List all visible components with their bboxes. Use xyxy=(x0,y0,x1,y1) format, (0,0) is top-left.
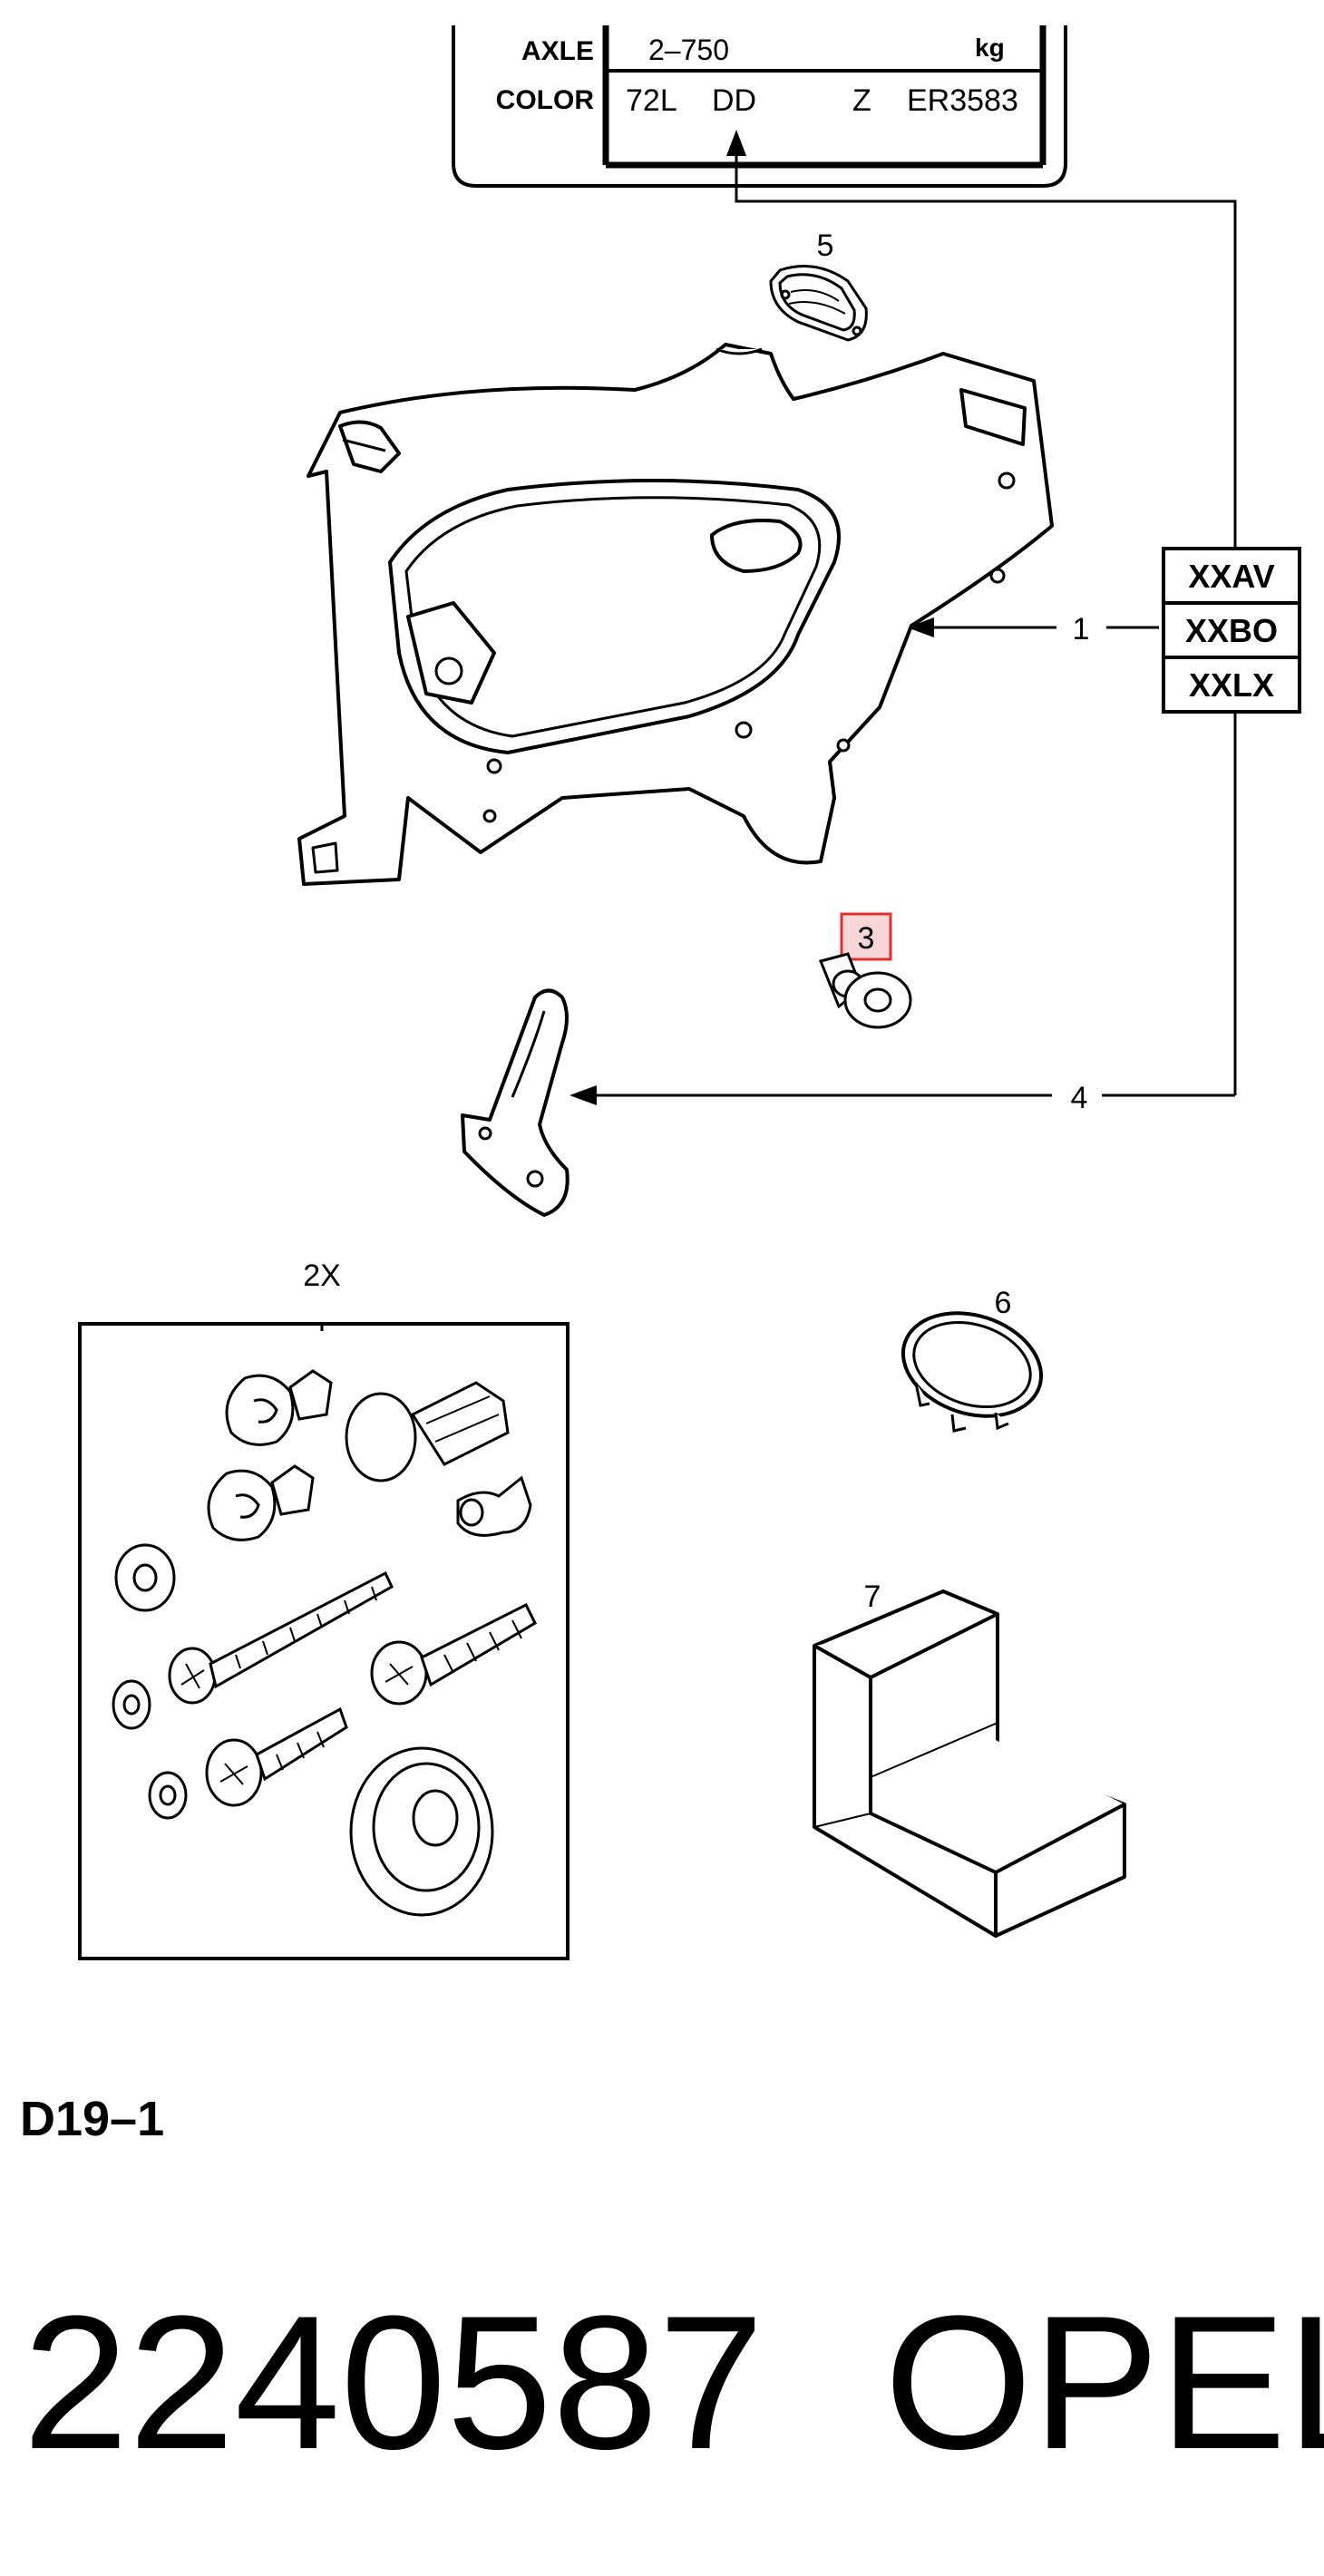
color-code-3: Z xyxy=(852,83,871,118)
color-label: COLOR xyxy=(496,85,595,115)
washer-icon-3 xyxy=(148,1771,188,1820)
callout-1: 1 xyxy=(1073,612,1090,646)
arrowheads xyxy=(570,130,934,1105)
callout-7: 7 xyxy=(864,1580,881,1614)
arrow-to-plate xyxy=(726,130,746,156)
washer-icon-2 xyxy=(112,1679,151,1730)
part-4-pull-handle[interactable] xyxy=(461,988,570,1217)
trim-code-box xyxy=(1162,547,1301,714)
axle-unit: kg xyxy=(975,34,1005,62)
arrow-to-part-1 xyxy=(907,617,934,637)
id-plate xyxy=(452,25,1067,188)
color-code-4: ER3583 xyxy=(907,83,1018,118)
callout-5: 5 xyxy=(817,228,834,263)
axle-label: AXLE xyxy=(521,36,594,66)
part-7-foam-block[interactable] xyxy=(813,1589,1126,1938)
color-code-2: DD xyxy=(712,83,756,118)
diagram-reference: D19–1 xyxy=(20,2092,164,2146)
push-clip-icon-2 xyxy=(207,1464,315,1541)
grommet-icon xyxy=(349,1746,494,1917)
callout-3-highlight[interactable]: 3 xyxy=(840,912,892,961)
color-code-1: 72L xyxy=(626,83,677,118)
arrow-to-part-4 xyxy=(570,1085,597,1105)
callout-4: 4 xyxy=(1071,1081,1088,1115)
push-clip-icon xyxy=(225,1369,333,1446)
expansion-rivet-icon xyxy=(345,1381,510,1482)
medium-screw-icon xyxy=(370,1602,537,1706)
part-2x-fastener-kit[interactable] xyxy=(112,1369,537,1917)
leader-lines xyxy=(320,141,1237,1331)
nut-icon xyxy=(456,1475,532,1537)
axle-value: 2–750 xyxy=(648,34,729,66)
part-6-round-cap[interactable] xyxy=(890,1297,1055,1434)
part-5-speaker-cover[interactable] xyxy=(769,265,868,342)
part-3-clip[interactable] xyxy=(818,952,912,1029)
trim-code-xxbo: XXBO xyxy=(1185,612,1278,649)
trim-code-xxav: XXAV xyxy=(1188,558,1274,595)
callout-2x: 2X xyxy=(303,1259,341,1293)
callout-3: 3 xyxy=(858,921,875,956)
short-screw-icon xyxy=(205,1706,348,1807)
trim-code-xxlx: XXLX xyxy=(1189,666,1274,704)
callout-6: 6 xyxy=(995,1286,1012,1320)
part-number: 2240587 xyxy=(23,2276,764,2489)
brand-name: OPEL xyxy=(884,2276,1324,2489)
long-screw-icon xyxy=(168,1570,394,1705)
part-1-quarter-trim-panel[interactable] xyxy=(297,343,1054,886)
fastener-kit-frame xyxy=(78,1322,570,1960)
washer-icon xyxy=(114,1543,176,1612)
